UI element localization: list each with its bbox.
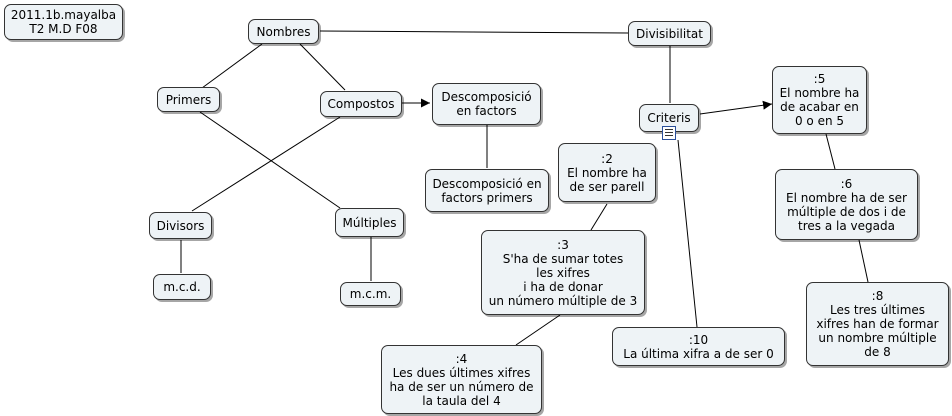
node-criteris[interactable]: Criteris <box>639 104 699 132</box>
node-criteri-8[interactable]: :8 Les tres últimes xifres han de formar… <box>806 282 949 366</box>
node-mcd[interactable]: m.c.d. <box>153 274 211 300</box>
node-divisors[interactable]: Divisors <box>149 212 212 239</box>
node-descomposicio-primers[interactable]: Descomposició en factors primers <box>425 169 549 212</box>
header-label: 2011.1b.mayalba T2 M.D F08 <box>4 4 123 40</box>
link-compostos-divisors <box>191 116 341 212</box>
node-primers[interactable]: Primers <box>157 87 220 112</box>
link-nombres-divisibilitat <box>319 30 629 34</box>
node-divisibilitat[interactable]: Divisibilitat <box>628 21 711 46</box>
node-criteri-10[interactable]: :10 La última xifra a de ser 0 <box>612 327 785 366</box>
node-descomposicio[interactable]: Descomposició en factors <box>432 83 541 125</box>
link-criteris-c10 <box>677 139 698 328</box>
node-criteri-6[interactable]: :6 El nombre ha de ser múltiple de dos i… <box>775 169 918 240</box>
node-criteri-5[interactable]: :5 El nombre ha de acabar en 0 o en 5 <box>772 66 867 134</box>
link-criteris-c5 <box>699 100 773 115</box>
node-criteri-3[interactable]: :3 S'ha de sumar totes les xifres i ha d… <box>481 230 645 315</box>
node-multiples[interactable]: Múltiples <box>335 208 404 237</box>
document-icon[interactable] <box>662 126 676 140</box>
link-nombres-primers <box>201 43 263 89</box>
node-compostos[interactable]: Compostos <box>320 91 402 117</box>
node-criteri-2[interactable]: :2 El nombre ha de ser parell <box>558 143 656 202</box>
link-nombres-compostos <box>299 43 346 91</box>
link-primers-multiples <box>199 111 341 209</box>
node-criteri-4[interactable]: :4 Les dues últimes xifres ha de ser un … <box>381 345 542 414</box>
link-c2-c3 <box>590 203 608 231</box>
link-c3-c4 <box>515 314 561 346</box>
link-c5-c6 <box>825 133 836 170</box>
node-mcm[interactable]: m.c.m. <box>340 282 401 306</box>
link-c6-c8 <box>858 239 869 283</box>
node-nombres[interactable]: Nombres <box>248 19 319 44</box>
